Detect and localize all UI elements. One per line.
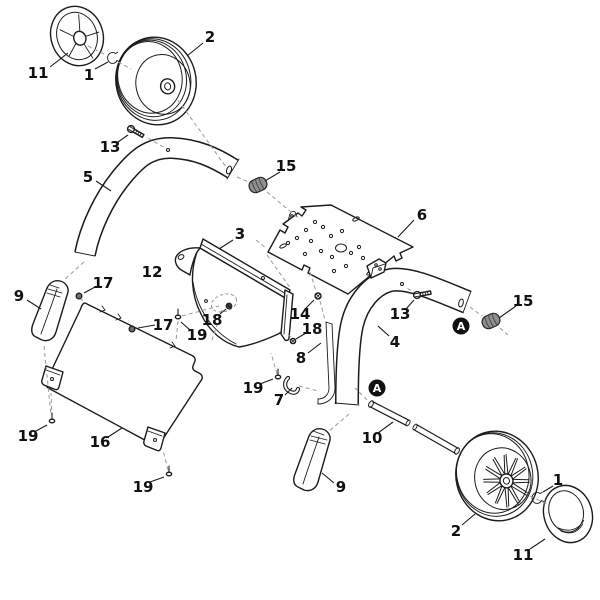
callout-9-bottom[interactable]: 9	[336, 478, 346, 496]
screw-19-a	[174, 308, 182, 320]
screw-17-a	[75, 292, 83, 300]
callout-19-bottom[interactable]: 19	[133, 478, 154, 496]
callout-19-top[interactable]: 19	[187, 326, 208, 344]
end-cap-top-drawing	[248, 176, 268, 194]
bolt-13-right	[412, 290, 432, 300]
callout-12[interactable]: 12	[142, 263, 163, 281]
callout-15-right[interactable]: 15	[513, 292, 534, 310]
callout-17-a[interactable]: 17	[93, 274, 114, 292]
callout-6[interactable]: 6	[417, 206, 427, 224]
frame-tube-right-drawing	[334, 267, 472, 406]
hub-cap-bottom-drawing	[542, 484, 594, 544]
variant-marker-a-lower: A	[368, 379, 386, 397]
screw-18-plug	[225, 302, 233, 310]
variant-marker-a-right: A	[452, 317, 470, 335]
end-cap-right-drawing	[481, 312, 501, 330]
callout-7[interactable]: 7	[274, 391, 284, 409]
screw-19-d	[165, 465, 173, 477]
screw-17-b	[128, 325, 136, 333]
callout-2-bottom[interactable]: 2	[451, 522, 461, 540]
skid-left-drawing	[31, 280, 69, 342]
callout-15-top[interactable]: 15	[276, 157, 297, 175]
deflector-drawing	[174, 238, 294, 348]
variant-marker-a-lower-label: A	[373, 382, 382, 395]
frame-tube-left-drawing	[74, 136, 240, 257]
spring-clip-drawing	[283, 375, 301, 395]
callout-14[interactable]: 14	[290, 305, 311, 323]
screw-19-b	[274, 368, 282, 380]
callout-1-top[interactable]: 1	[84, 66, 94, 84]
screw-14	[314, 292, 322, 300]
callout-2-top[interactable]: 2	[205, 28, 215, 46]
callout-leader-lines	[26, 42, 554, 550]
callout-19-mid[interactable]: 19	[243, 379, 264, 397]
callout-11-top-left[interactable]: 11	[28, 64, 49, 82]
tension-strip-drawing	[317, 321, 336, 405]
screw-19-c	[48, 412, 56, 424]
hub-cap-top-drawing	[49, 5, 105, 67]
callout-18-right[interactable]: 18	[302, 320, 323, 338]
base-plate-drawing	[267, 204, 414, 295]
screw-18-right	[289, 337, 297, 345]
callout-13-right[interactable]: 13	[390, 305, 411, 323]
assembly-axis-lines	[43, 45, 550, 506]
callout-8[interactable]: 8	[296, 349, 306, 367]
callout-3[interactable]: 3	[235, 225, 245, 243]
callout-16[interactable]: 16	[90, 433, 111, 451]
c-clip-bottom-drawing	[531, 491, 545, 504]
callout-5[interactable]: 5	[83, 168, 93, 186]
callout-19-left[interactable]: 19	[18, 427, 39, 445]
callout-13-top[interactable]: 13	[100, 138, 121, 156]
wheel-top-drawing	[115, 36, 197, 126]
skid-bottom-drawing	[293, 428, 331, 492]
callout-9-left[interactable]: 9	[14, 287, 24, 305]
bolt-13-top	[126, 124, 145, 139]
c-clip-top-drawing	[107, 51, 120, 64]
callout-4[interactable]: 4	[390, 333, 400, 351]
bottom-panel-drawing	[41, 302, 203, 452]
variant-marker-a-right-label: A	[457, 320, 466, 333]
wheel-bottom-drawing	[455, 430, 539, 522]
callout-18-left[interactable]: 18	[202, 311, 223, 329]
axle-drawing	[368, 400, 460, 455]
callout-17-b[interactable]: 17	[153, 316, 174, 334]
callout-10[interactable]: 10	[362, 429, 383, 447]
callout-11-bottom[interactable]: 11	[513, 546, 534, 564]
callout-1-bottom[interactable]: 1	[553, 471, 563, 489]
